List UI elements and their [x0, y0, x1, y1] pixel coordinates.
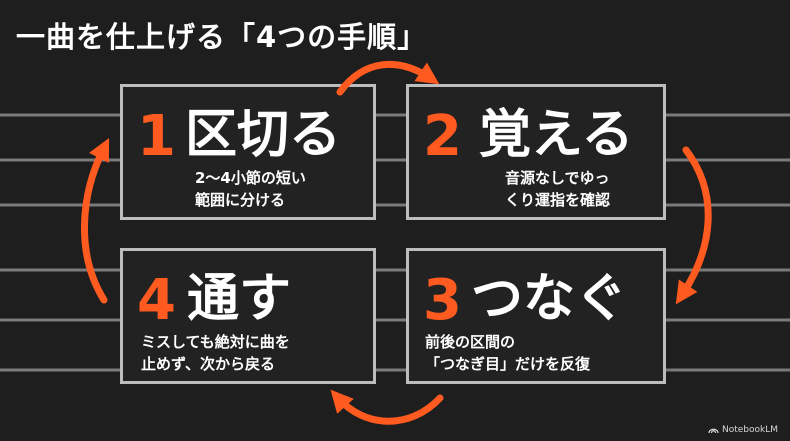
- step-3-description: 前後の区間の 「つなぎ目」だけを反復: [425, 331, 590, 375]
- page-title: 一曲を仕上げる「4つの手順」: [16, 20, 428, 54]
- step-3-line-2: 「つなぎ目」だけを反復: [425, 355, 591, 373]
- step-3-line-1: 前後の区間の: [425, 333, 516, 351]
- step-4-box: 4 通す ミスしても絶対に曲を 止めず、次から戻る: [120, 248, 376, 384]
- notebooklm-logo-icon: [708, 428, 719, 434]
- step-1-description: 2〜4小節の短い 範囲に分ける: [195, 167, 306, 211]
- step-1-line-1: 2〜4小節の短い: [195, 169, 306, 187]
- step-2-line-2: くり運指を確認: [505, 191, 611, 209]
- brand-watermark: NotebookLM: [708, 425, 778, 435]
- step-1-heading: 区切る: [185, 105, 342, 165]
- step-3-number: 3: [423, 268, 462, 333]
- step-3-heading: つなぐ: [471, 269, 628, 329]
- step-4-line-2: 止めず、次から戻る: [141, 355, 275, 373]
- step-2-box: 2 覚える 音源なしでゆっ くり運指を確認: [406, 84, 666, 220]
- step-2-line-1: 音源なしでゆっ: [505, 169, 610, 187]
- step-4-number: 4: [137, 268, 176, 333]
- step-2-number: 2: [423, 104, 462, 169]
- step-4-line-1: ミスしても絶対に曲を: [141, 333, 290, 351]
- step-1-line-2: 範囲に分ける: [195, 191, 286, 209]
- step-4-heading: 通す: [187, 269, 292, 329]
- step-2-heading: 覚える: [479, 105, 634, 165]
- step-1-number: 1: [137, 104, 176, 169]
- step-1-box: 1 区切る 2〜4小節の短い 範囲に分ける: [120, 84, 376, 220]
- step-4-description: ミスしても絶対に曲を 止めず、次から戻る: [141, 331, 290, 375]
- step-3-box: 3 つなぐ 前後の区間の 「つなぎ目」だけを反復: [406, 248, 666, 384]
- step-2-description: 音源なしでゆっ くり運指を確認: [505, 167, 610, 211]
- brand-label: NotebookLM: [721, 425, 778, 435]
